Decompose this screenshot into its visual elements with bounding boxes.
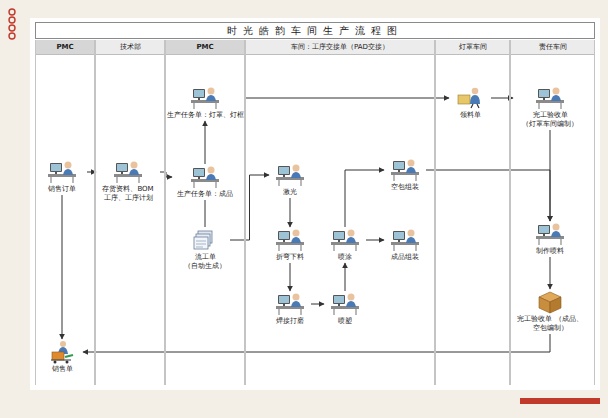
- flow-arrow: [366, 240, 384, 241]
- process-node: 激光: [270, 163, 310, 197]
- node-label: 销售单: [42, 365, 82, 374]
- node-label: 销售订单: [38, 185, 86, 194]
- node-label: 激光: [270, 188, 310, 197]
- flow-arrow: [290, 198, 291, 227]
- flow-arrow: [311, 304, 324, 305]
- node-label: 完工验收单 （灯罩车间编制）: [514, 111, 586, 129]
- flow-arrow: [290, 263, 291, 291]
- node-label: 存货资料、BOM 工序、工序计划: [97, 185, 159, 203]
- swimlane: 车间：工序交接单（PAD交接） 激光折弯下料焊接打磨 喷塑 喷涂 空包组装成品组装: [245, 40, 435, 385]
- node-label: 成品组装: [385, 253, 425, 262]
- node-icon: [275, 292, 305, 316]
- process-node: 折弯下料: [270, 228, 310, 262]
- node-icon: [113, 160, 143, 184]
- swimlane: PMC 生产任务单：灯罩、灯框生产任务单：成品流工单 （自动生成）: [165, 40, 245, 385]
- node-icon: [535, 222, 565, 246]
- process-node: 完工验收单 （成品、空包编制）: [514, 290, 586, 333]
- deco-circle: [9, 25, 15, 31]
- flow-arrow: [345, 170, 384, 227]
- node-label: 生产任务单：灯罩、灯框: [165, 111, 245, 120]
- flow-arrow: [345, 263, 346, 291]
- deco-circle: [9, 9, 15, 15]
- lane-header: 责任车间: [511, 40, 594, 55]
- process-node: 生产任务单：灯罩、灯框: [165, 86, 245, 120]
- node-icon: [455, 86, 485, 110]
- node-icon: [190, 228, 220, 252]
- node-label: 空包组装: [385, 183, 425, 192]
- process-node: 喷涂: [325, 228, 365, 262]
- process-node: 领料单: [450, 86, 490, 120]
- swimlane: 技术部存货资料、BOM 工序、工序计划: [95, 40, 165, 385]
- node-icon: [275, 228, 305, 252]
- process-node: 制作喷料: [530, 222, 570, 256]
- node-label: 领料单: [450, 111, 490, 120]
- lane-header: 灯罩车间: [436, 40, 509, 55]
- swimlane: 责任车间完工验收单 （灯罩车间编制） 制作喷料完工验收单 （成品、空包编制）: [510, 40, 595, 385]
- node-label: 生产任务单：成品: [173, 190, 237, 199]
- node-icon: [390, 158, 420, 182]
- node-icon: [190, 165, 220, 189]
- node-icon: [390, 228, 420, 252]
- node-label: 流工单 （自动生成）: [181, 253, 229, 271]
- process-node: 喷塑: [325, 292, 365, 326]
- flow-arrow: [83, 334, 550, 352]
- process-node: 销售订单: [38, 160, 86, 194]
- flow-arrow: [426, 170, 550, 221]
- lane-header: 车间：工序交接单（PAD交接）: [246, 40, 434, 55]
- process-node: 生产任务单：成品: [173, 165, 237, 199]
- node-icon: [330, 228, 360, 252]
- node-icon: [330, 292, 360, 316]
- node-label: 焊接打磨: [270, 317, 310, 326]
- process-node: 空包组装: [385, 158, 425, 192]
- node-icon: [275, 163, 305, 187]
- node-label: 喷涂: [325, 253, 365, 262]
- process-node: 存货资料、BOM 工序、工序计划: [97, 160, 159, 203]
- flow-arrow: [62, 195, 63, 339]
- node-label: 完工验收单 （成品、空包编制）: [514, 315, 586, 333]
- lane-header: PMC: [166, 40, 244, 55]
- process-node: 销售单: [42, 340, 82, 374]
- node-icon: [47, 160, 77, 184]
- process-node: 成品组装: [385, 228, 425, 262]
- flow-arrow: [550, 257, 551, 289]
- node-label: 折弯下料: [270, 253, 310, 262]
- deco-circle: [9, 17, 15, 23]
- diagram-title: 时光皓韵车间生产流程图: [35, 22, 595, 39]
- process-node: 完工验收单 （灯罩车间编制）: [514, 86, 586, 129]
- process-node: 焊接打磨: [270, 292, 310, 326]
- node-label: 制作喷料: [530, 247, 570, 256]
- lane-header: 技术部: [96, 40, 164, 55]
- deco-bar: [520, 398, 600, 404]
- deco-circle: [9, 33, 15, 39]
- flow-arrow: [205, 121, 206, 164]
- node-icon: [535, 86, 565, 110]
- flow-arrow: [246, 98, 449, 99]
- lane-header: PMC: [36, 40, 94, 55]
- node-label: 喷塑: [325, 317, 365, 326]
- flow-arrow: [230, 175, 269, 240]
- node-icon: [190, 86, 220, 110]
- swimlane: 灯罩车间领料单: [435, 40, 510, 385]
- swimlane: PMC 销售订单销售单: [35, 40, 95, 385]
- process-node: 流工单 （自动生成）: [181, 228, 229, 271]
- node-icon: [535, 290, 565, 314]
- flow-arrow: [205, 200, 206, 227]
- node-icon: [47, 340, 77, 364]
- flow-arrow: [160, 172, 172, 177]
- panel: [30, 18, 600, 390]
